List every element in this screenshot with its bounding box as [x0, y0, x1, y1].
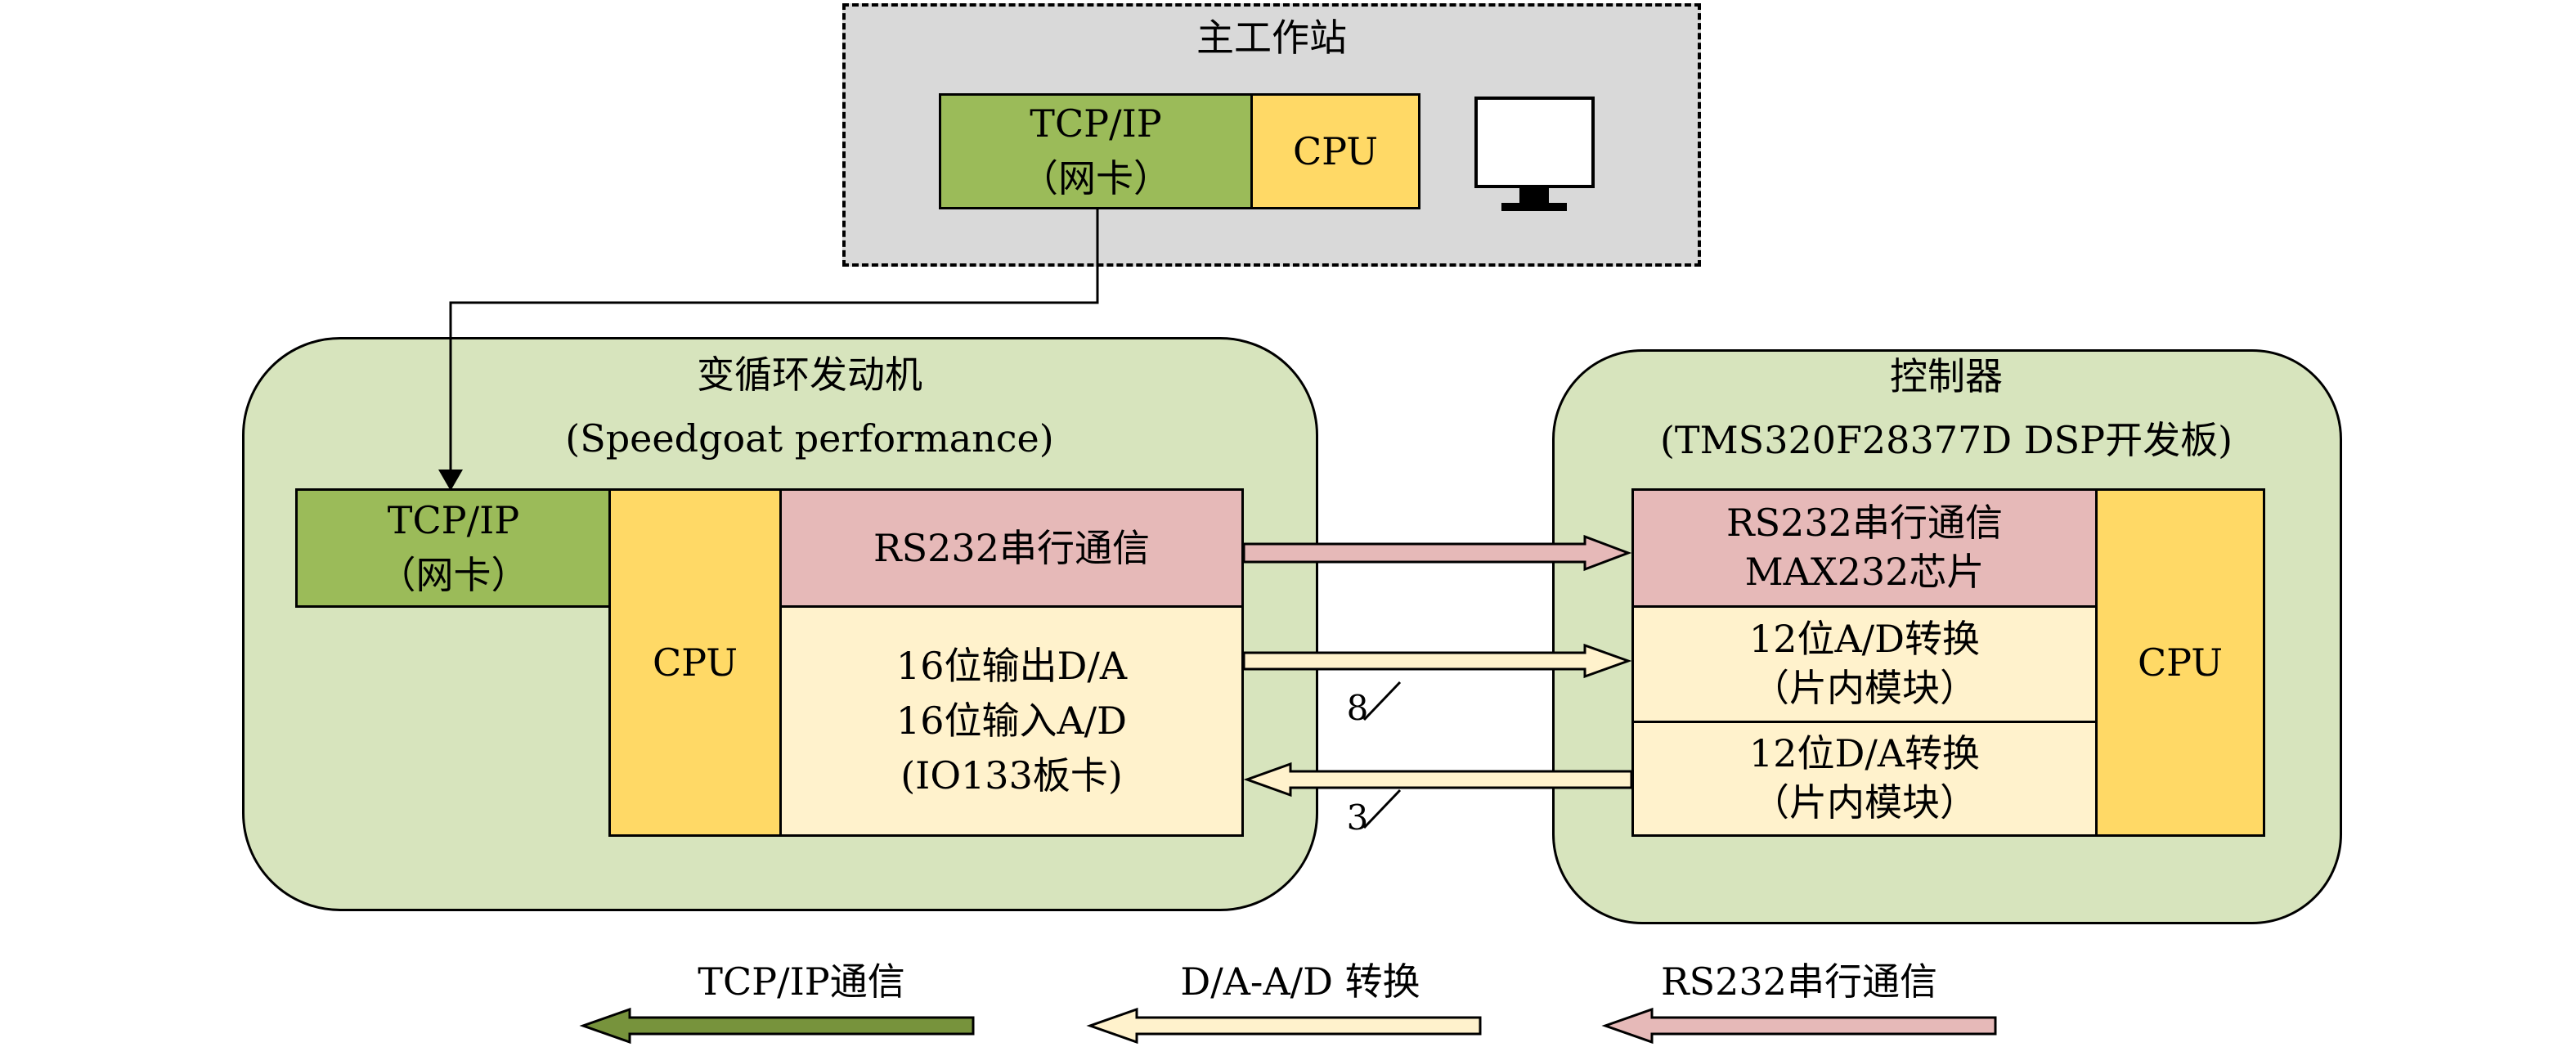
- engine-cpu-box: CPU: [608, 488, 782, 837]
- engine-rs232-label: RS232串行通信: [873, 525, 1150, 570]
- engine-io-box: 16位输出D/A 16位输入A/D (IO133板卡): [779, 605, 1244, 837]
- legend-tcp-arrow: [579, 1007, 975, 1045]
- legend-da-ad-label: D/A-A/D 转换: [1180, 959, 1420, 1004]
- controller-da-label: 12位D/A转换: [1748, 731, 1981, 776]
- controller-subtitle: (TMS320F28377D DSP开发板): [1659, 418, 2233, 462]
- engine-tcp-label: TCP/IP: [387, 498, 520, 543]
- controller-ad-label: 12位A/D转换: [1748, 617, 1981, 662]
- engine-io-card: (IO133板卡): [900, 753, 1123, 798]
- controller-ad-sublabel: （片内模块）: [1752, 666, 1977, 710]
- legend-tcp-label: TCP/IP通信: [698, 959, 905, 1004]
- legend-da-ad-arrow: [1086, 1007, 1482, 1045]
- controller-cpu-label: CPU: [2137, 640, 2224, 685]
- engine-io-input: 16位输入A/D: [895, 699, 1128, 744]
- controller-ad-box: 12位A/D转换 （片内模块）: [1631, 605, 2098, 723]
- workstation-tcp-sublabel: （网卡）: [1021, 156, 1171, 200]
- engine-io-output: 16位输出D/A: [895, 644, 1128, 689]
- engine-title: 变循环发动机: [697, 353, 922, 397]
- workstation-tcp-label: TCP/IP: [1030, 101, 1162, 146]
- engine-subtitle: (Speedgoat performance): [565, 416, 1054, 461]
- controller-cpu-box: CPU: [2095, 488, 2265, 837]
- controller-rs232-label: RS232串行通信: [1726, 501, 2003, 546]
- controller-max232-label: MAX232芯片: [1744, 550, 1985, 594]
- engine-tcp-sublabel: （网卡）: [378, 553, 529, 597]
- da-channel-count: 8: [1346, 688, 1369, 728]
- controller-da-sublabel: （片内模块）: [1752, 780, 1977, 825]
- legend-rs232-label: RS232串行通信: [1661, 959, 1937, 1004]
- ad-channel-count: 3: [1346, 798, 1369, 838]
- legend-rs232-arrow: [1601, 1007, 1997, 1045]
- engine-cpu-label: CPU: [652, 640, 738, 685]
- engine-tcp-box: TCP/IP （网卡）: [295, 488, 612, 608]
- engine-rs232-box: RS232串行通信: [779, 488, 1244, 608]
- controller-da-box: 12位D/A转换 （片内模块）: [1631, 721, 2098, 837]
- workstation-cpu-label: CPU: [1292, 128, 1379, 173]
- workstation-tcp-box: TCP/IP （网卡）: [939, 93, 1253, 209]
- controller-rs232-box: RS232串行通信 MAX232芯片: [1631, 488, 2098, 608]
- workstation-title: 主工作站: [1196, 16, 1347, 60]
- controller-title: 控制器: [1890, 354, 2003, 398]
- workstation-cpu-box: CPU: [1250, 93, 1420, 209]
